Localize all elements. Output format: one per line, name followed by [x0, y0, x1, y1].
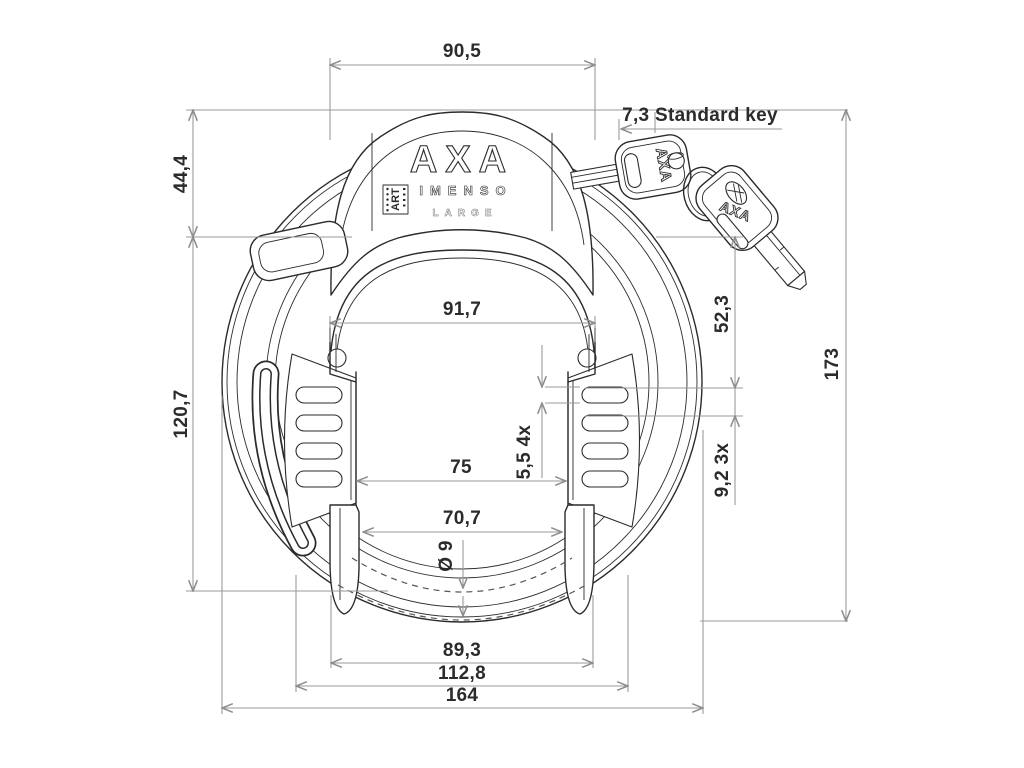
inner-opening	[329, 246, 596, 380]
padding-slot	[581, 470, 629, 488]
dim-label-bottom-inner-width: 89,3	[443, 640, 481, 661]
jaw-right	[564, 327, 641, 615]
shackle-dashed-arc	[337, 557, 587, 621]
key-grip-hole	[623, 153, 642, 188]
jaw-left	[283, 327, 360, 615]
jaw-left-fin	[329, 504, 360, 615]
padding-slot	[295, 414, 343, 432]
jaw-right-fin	[564, 504, 595, 615]
dim-label-left-height: 120,7	[171, 389, 192, 438]
dim-label-bottom-gap-width: 70,7	[443, 508, 481, 529]
dim-label-shackle-diameter: Ø 9	[436, 540, 457, 572]
dim-label-total-width: 164	[446, 685, 479, 706]
operating-knob	[249, 220, 349, 282]
dim-label-bottom-outer-width: 112,8	[438, 663, 486, 684]
dim-label-slot-height: 5,5 4x	[514, 425, 535, 480]
art-certification-badge: ART	[382, 184, 409, 215]
key-slot	[716, 213, 749, 250]
cert-label: ART	[390, 188, 402, 211]
brand-model: IMENSO	[419, 183, 512, 198]
brand-size: LARGE	[433, 208, 498, 219]
key-small: AXA	[570, 134, 692, 200]
dim-label-slot-pitch: 9,2 3x	[712, 443, 733, 498]
dimension-annotations: 90,5 44,4 7,3 Standard key 91,7 120,7 52…	[171, 41, 848, 714]
dim-label-right-upper-height: 52,3	[712, 295, 733, 333]
brand-logo: AXA	[410, 139, 514, 181]
padding-slot	[581, 442, 629, 460]
padding-slot	[581, 414, 629, 432]
key-large: AXA	[695, 164, 807, 291]
dim-label-jaw-inner-width: 75	[450, 457, 472, 478]
key1-brand-label: AXA	[652, 147, 675, 184]
dim-label-total-height: 173	[822, 348, 843, 381]
dim-label-upper-left-height: 44,4	[171, 155, 192, 193]
housing-branding: AXA IMENSO LARGE ART	[382, 138, 514, 219]
padding-slot	[581, 386, 629, 404]
dim-label-top-width: 90,5	[443, 41, 481, 62]
padding-slot	[295, 442, 343, 460]
jaw-top-tab	[577, 348, 597, 368]
padding-slot	[295, 386, 343, 404]
padding-slot	[295, 470, 343, 488]
dim-label-key-note: 7,3 Standard key	[622, 105, 778, 126]
jaw-top-tab	[327, 348, 347, 368]
dim-label-inner-width: 91,7	[443, 299, 481, 320]
